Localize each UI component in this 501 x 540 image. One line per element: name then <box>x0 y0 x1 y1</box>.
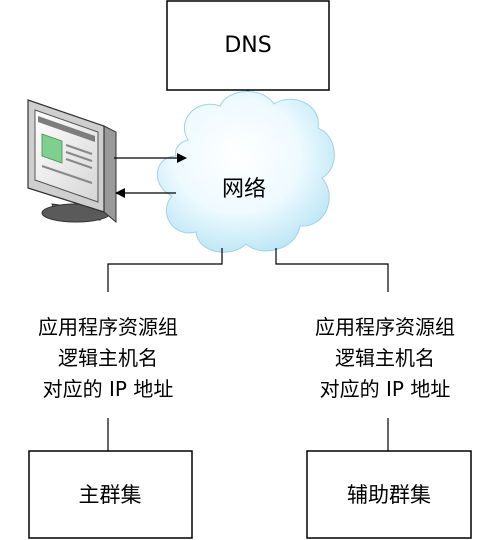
secondary-cluster-label: 辅助群集 <box>347 483 431 507</box>
secondary-cluster-box: 辅助群集 <box>306 450 472 539</box>
primary-cluster-label: 主群集 <box>79 483 142 507</box>
secondary-mapping-line-3: 对应的 IP 地址 <box>320 377 451 401</box>
primary-mapping-line-1: 应用程序资源组 <box>38 315 178 339</box>
monitor-icon <box>27 99 117 224</box>
secondary-mapping-text: 应用程序资源组 逻辑主机名 对应的 IP 地址 <box>315 315 455 401</box>
primary-mapping-text: 应用程序资源组 逻辑主机名 对应的 IP 地址 <box>38 315 178 401</box>
primary-cluster-box: 主群集 <box>28 450 193 539</box>
network-label: 网络 <box>222 177 266 202</box>
primary-mapping-line-3: 对应的 IP 地址 <box>43 377 174 401</box>
secondary-mapping-line-1: 应用程序资源组 <box>315 315 455 339</box>
network-cloud: 网络 <box>156 91 335 253</box>
secondary-mapping-line-2: 逻辑主机名 <box>335 346 435 370</box>
primary-mapping-line-2: 逻辑主机名 <box>58 346 158 370</box>
primary-connector-line <box>107 248 223 292</box>
dns-server-box: DNS <box>166 0 330 91</box>
secondary-connector-line <box>275 248 389 292</box>
dns-label: DNS <box>224 33 271 58</box>
